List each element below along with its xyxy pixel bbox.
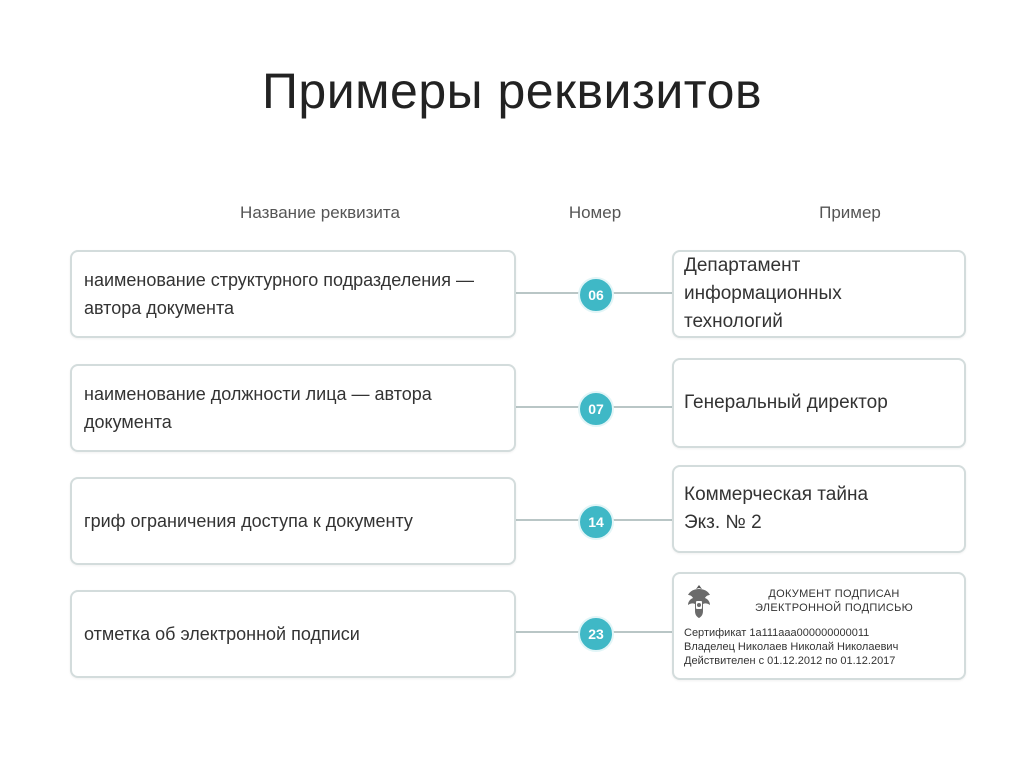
header-number: Номер — [568, 203, 622, 222]
requisite-name-box: наименование структурного подразделения … — [70, 250, 516, 338]
requisite-name-text: гриф ограничения доступа к документу — [84, 511, 413, 531]
header-requisite-name: Название реквизита — [240, 203, 400, 222]
signature-stamp-header: ДОКУМЕНТ ПОДПИСАН ЭЛЕКТРОННОЙ ПОДПИСЬЮ — [684, 578, 954, 624]
coat-of-arms-icon — [688, 585, 710, 618]
signature-heading-line: ЭЛЕКТРОННОЙ ПОДПИСЬЮ — [754, 602, 914, 614]
requisite-name-box: гриф ограничения доступа к документу — [70, 477, 516, 565]
signature-heading: ДОКУМЕНТ ПОДПИСАН ЭЛЕКТРОННОЙ ПОДПИСЬЮ — [714, 587, 954, 615]
signature-validity: Действителен с 01.12.2012 по 01.12.2017 — [684, 655, 896, 667]
requisite-number-badge: 06 — [578, 277, 614, 313]
slide-title: Примеры реквизитов — [261, 63, 763, 119]
example-line: технологий — [684, 311, 783, 332]
header-example: Пример — [819, 203, 881, 222]
example-line: Коммерческая тайна — [684, 484, 869, 505]
example-line: Генеральный директор — [684, 392, 888, 413]
requisite-name-box: наименование должности лица — автора док… — [70, 364, 516, 452]
electronic-signature-stamp: ДОКУМЕНТ ПОДПИСАН ЭЛЕКТРОННОЙ ПОДПИСЬЮ С… — [672, 572, 966, 680]
requisite-number-badge: 07 — [578, 391, 614, 427]
example-line: Департамент информационных — [684, 255, 842, 304]
signature-certificate: Сертификат 1а111ааа000000000011 — [684, 627, 870, 639]
signature-owner: Владелец Николаев Николай Николаевич — [684, 641, 899, 653]
requisite-example-box: Департамент информационных технологий — [672, 250, 966, 338]
requisite-number-badge: 14 — [578, 504, 614, 540]
requisite-example-box: Коммерческая тайна Экз. № 2 — [672, 465, 966, 553]
signature-details: Сертификат 1а111ааа000000000011 Владелец… — [684, 626, 954, 668]
requisite-name-box: отметка об электронной подписи — [70, 590, 516, 678]
requisite-name-text: отметка об электронной подписи — [84, 624, 360, 644]
example-line: Экз. № 2 — [684, 512, 762, 533]
signature-heading-line: ДОКУМЕНТ ПОДПИСАН — [768, 588, 900, 600]
requisite-name-text: наименование структурного подразделения … — [84, 270, 474, 318]
requisite-example-box: Генеральный директор — [672, 358, 966, 448]
requisite-number-badge: 23 — [578, 616, 614, 652]
requisite-name-text: наименование должности лица — автора док… — [84, 384, 432, 432]
